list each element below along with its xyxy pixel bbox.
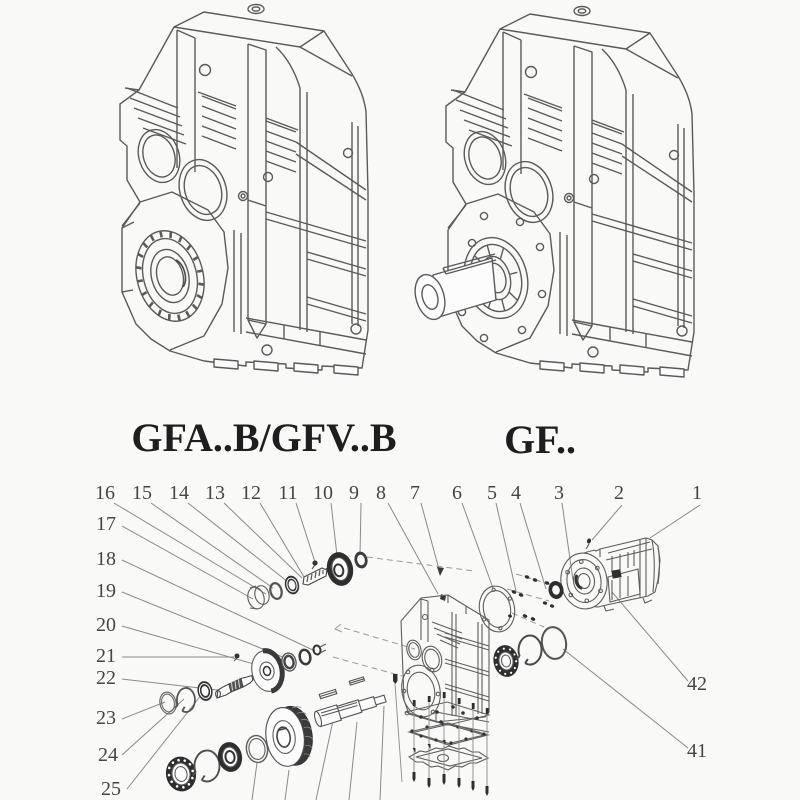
svg-text:GF..: GF..	[504, 417, 576, 462]
svg-text:18: 18	[96, 548, 116, 570]
svg-text:23: 23	[96, 707, 116, 729]
svg-text:5: 5	[487, 482, 497, 504]
svg-text:9: 9	[349, 482, 359, 504]
svg-text:41: 41	[687, 740, 707, 762]
svg-text:1: 1	[692, 482, 702, 504]
svg-text:19: 19	[96, 580, 116, 602]
svg-text:15: 15	[132, 482, 152, 504]
svg-text:17: 17	[96, 513, 116, 535]
svg-text:11: 11	[278, 482, 297, 504]
svg-text:13: 13	[205, 482, 225, 504]
svg-text:24: 24	[98, 744, 118, 766]
svg-text:12: 12	[241, 482, 261, 504]
svg-text:14: 14	[169, 482, 189, 504]
svg-text:22: 22	[96, 667, 116, 689]
svg-text:3: 3	[554, 482, 564, 504]
svg-text:25: 25	[101, 778, 121, 800]
svg-text:7: 7	[410, 482, 420, 504]
svg-text:4: 4	[511, 482, 521, 504]
svg-text:16: 16	[95, 482, 115, 504]
svg-text:GFA..B/GFV..B: GFA..B/GFV..B	[131, 415, 396, 460]
svg-text:6: 6	[452, 482, 462, 504]
svg-text:8: 8	[376, 482, 386, 504]
svg-text:42: 42	[687, 673, 707, 695]
svg-text:20: 20	[96, 614, 116, 636]
svg-text:21: 21	[96, 645, 116, 667]
svg-text:10: 10	[313, 482, 333, 504]
svg-text:2: 2	[614, 482, 624, 504]
